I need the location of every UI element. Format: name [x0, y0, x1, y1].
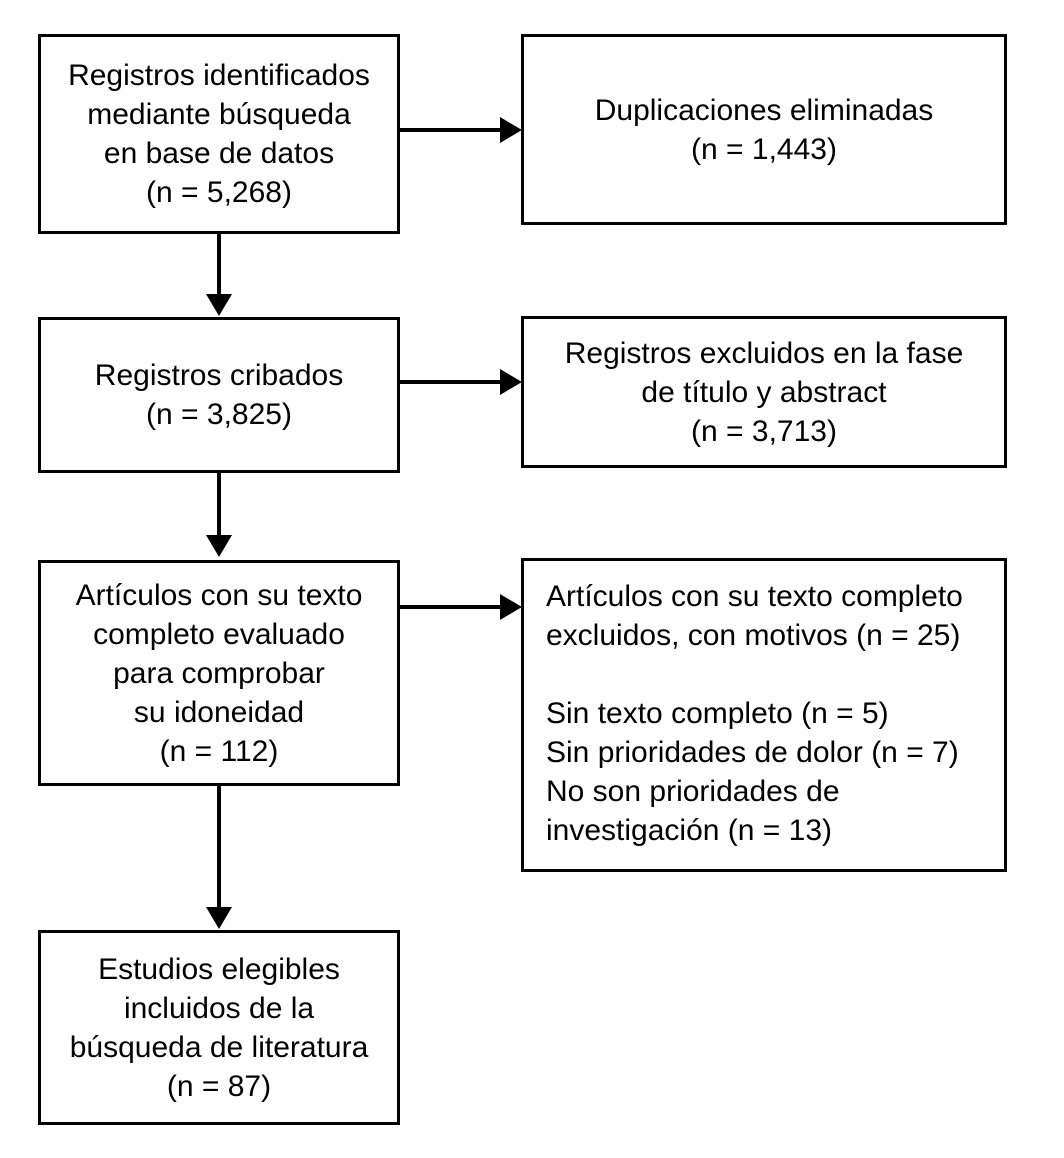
- box-duplicates-removed-text: Duplicaciones eliminadas (n = 1,443): [594, 93, 934, 166]
- arrow-head-right-icon: [500, 117, 522, 143]
- connector-line: [217, 234, 221, 298]
- connector-line: [217, 786, 221, 910]
- box-studies-included-text: Estudios elegibles incluidos de la búsqu…: [69, 952, 369, 1103]
- connector-line: [400, 128, 504, 132]
- box-fulltext-excluded: Artículos con su texto completo excluido…: [521, 558, 1007, 872]
- arrow-head-down-icon: [206, 294, 232, 316]
- arrow-head-right-icon: [500, 594, 522, 620]
- box-records-excluded-title-abstract-text: Registros excluidos en la fase de título…: [564, 336, 964, 448]
- box-records-identified-text: Registros identificados mediante búsqued…: [68, 59, 370, 209]
- box-fulltext-assessed: Artículos con su texto completo evaluado…: [38, 560, 400, 786]
- box-studies-included: Estudios elegibles incluidos de la búsqu…: [38, 930, 400, 1125]
- connector-line: [400, 380, 504, 384]
- box-fulltext-excluded-text: Artículos con su texto completo excluido…: [546, 580, 963, 847]
- box-records-identified: Registros identificados mediante búsqued…: [38, 34, 400, 234]
- box-duplicates-removed: Duplicaciones eliminadas (n = 1,443): [521, 34, 1007, 225]
- arrow-head-down-icon: [206, 535, 232, 557]
- arrow-head-down-icon: [206, 907, 232, 929]
- box-records-excluded-title-abstract: Registros excluidos en la fase de título…: [521, 316, 1007, 468]
- box-records-screened-text: Registros cribados (n = 3,825): [94, 359, 344, 431]
- box-records-screened: Registros cribados (n = 3,825): [38, 317, 400, 473]
- arrow-head-right-icon: [500, 369, 522, 395]
- box-fulltext-assessed-text: Artículos con su texto completo evaluado…: [75, 578, 363, 768]
- connector-line: [400, 605, 504, 609]
- connector-line: [217, 473, 221, 537]
